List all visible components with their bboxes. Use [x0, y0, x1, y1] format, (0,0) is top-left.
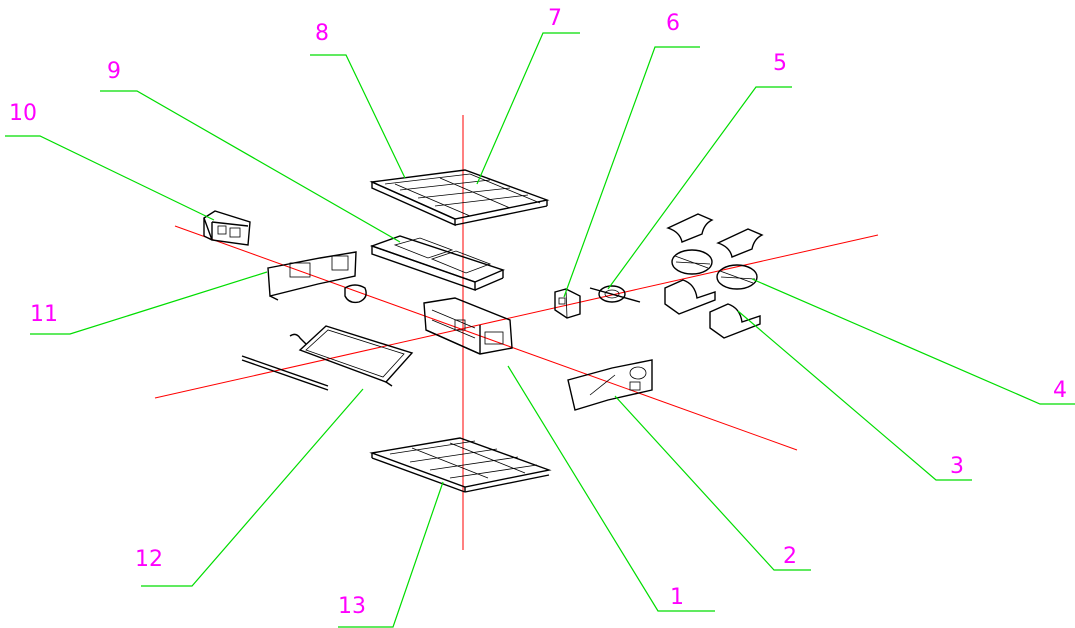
- leader-2: [614, 395, 811, 571]
- part-label-6: 6: [666, 11, 680, 36]
- axis-diagonal-down: [174, 225, 798, 451]
- leader-9: [100, 90, 401, 243]
- side-bracket-plate-icon: [567, 359, 653, 411]
- drain-pan-icon: [369, 235, 505, 291]
- leader-5: [607, 86, 792, 290]
- assembly-axes: [154, 115, 879, 550]
- motor-bracket-icon: [554, 288, 581, 319]
- leader-3: [737, 310, 972, 481]
- part-label-10: 10: [9, 101, 37, 126]
- fan-housing-icon: [664, 213, 764, 339]
- leader-4: [751, 278, 1075, 405]
- part-label-12: 12: [135, 547, 163, 572]
- part-label-2: 2: [783, 544, 797, 569]
- part-label-9: 9: [107, 59, 121, 84]
- part-label-13: 13: [338, 594, 366, 619]
- leader-6: [563, 46, 700, 298]
- leader-7: [476, 32, 580, 185]
- motor-icon: [589, 285, 641, 303]
- main-frame-panel-icon: [423, 297, 513, 355]
- leader-lines: [5, 32, 1075, 628]
- leader-12: [141, 388, 364, 587]
- leader-13: [338, 481, 444, 628]
- electrical-box-icon: [203, 210, 251, 246]
- leader-8: [310, 54, 406, 179]
- part-label-8: 8: [315, 21, 329, 46]
- leader-10: [5, 135, 215, 221]
- heat-exchanger-coil-icon: [241, 325, 414, 391]
- leader-1: [507, 365, 715, 612]
- part-label-4: 4: [1053, 378, 1067, 403]
- part-label-1: 1: [670, 585, 684, 610]
- parts: [203, 169, 764, 493]
- part-label-7: 7: [548, 6, 562, 31]
- bottom-cover-icon: [369, 437, 552, 493]
- part-label-3: 3: [950, 454, 964, 479]
- axis-diagonal-up: [154, 234, 879, 399]
- part-label-11: 11: [30, 302, 58, 327]
- end-plate-icon: [267, 251, 367, 304]
- part-labels: 1 2 3 4 5 6 7 8 9 10 11 12 13: [9, 6, 1067, 619]
- blower-wheel-icon: [671, 249, 758, 290]
- leader-11: [30, 271, 268, 335]
- part-label-5: 5: [773, 51, 787, 76]
- top-cover-icon: [369, 169, 550, 227]
